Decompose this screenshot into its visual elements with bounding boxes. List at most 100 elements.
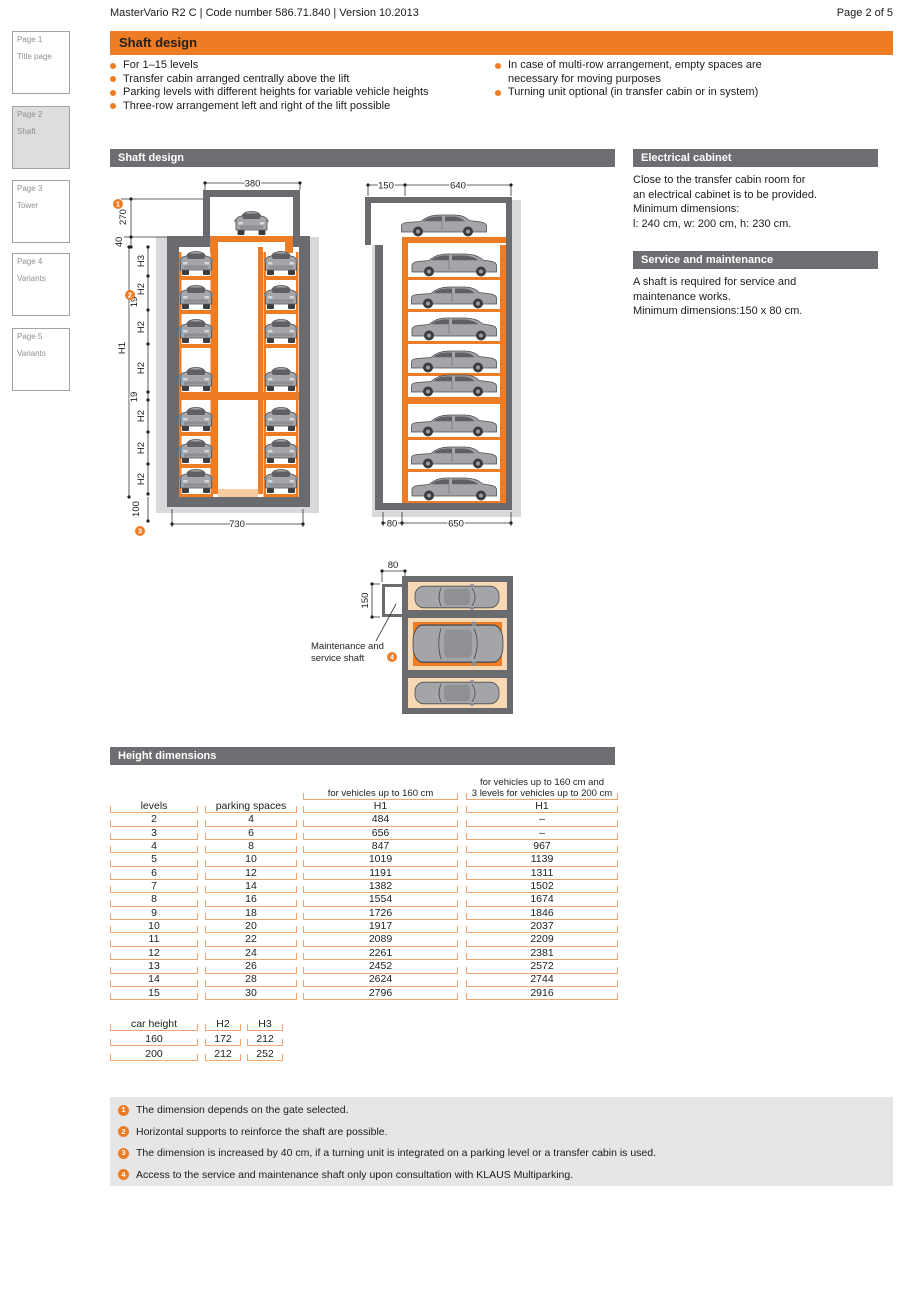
bullet-item: In case of multi-row arrangement, empty … xyxy=(495,59,893,86)
table-cell-value: 484 xyxy=(371,813,390,826)
table-cell-value: 28 xyxy=(245,973,257,986)
header-vehicles-200-line2: 3 levels for vehicles up to 200 cm xyxy=(471,787,613,799)
bullet-icon xyxy=(110,76,116,82)
bullet-item: Three-row arrangement left and right of … xyxy=(110,100,495,114)
table-cell-value: 16 xyxy=(245,893,257,906)
footnote-number-badge: 4 xyxy=(118,1169,129,1180)
table-cell-value: 2037 xyxy=(530,919,554,932)
car-table-header-label: H2 xyxy=(216,1017,230,1030)
table-cell: 4 xyxy=(110,840,198,854)
table-cell: 14 xyxy=(205,880,297,894)
table-cell-value: 1554 xyxy=(368,893,393,906)
table-cell-value: 3 xyxy=(151,826,157,839)
footnote-number-badge: 2 xyxy=(118,1126,129,1137)
table-cell-value: 1139 xyxy=(530,853,554,866)
table-cell: – xyxy=(466,813,618,828)
table-cell: 1382 xyxy=(303,880,458,894)
header-h1-160: H1 xyxy=(303,800,458,814)
table-cell-value: 18 xyxy=(245,906,257,919)
svg-text:3: 3 xyxy=(138,527,142,536)
parked-cars-top xyxy=(412,583,504,707)
svg-text:H2: H2 xyxy=(136,283,147,295)
bullet-text: In case of multi-row arrangement, empty … xyxy=(508,59,762,85)
document-header: MasterVario R2 C | Code number 586.71.84… xyxy=(110,7,419,19)
table-cell: 6 xyxy=(110,867,198,881)
lift-frame xyxy=(179,236,299,494)
table-cell: – xyxy=(466,827,618,841)
table-cell: 484 xyxy=(303,813,458,828)
car-table-cell-value: 252 xyxy=(256,1047,274,1060)
svg-text:40: 40 xyxy=(114,237,125,248)
section-bar-shaft-design: Shaft design xyxy=(110,149,615,167)
table-cell-value: 20 xyxy=(245,919,257,932)
header-levels: levels xyxy=(110,800,198,814)
bullet-text: Three-row arrangement left and right of … xyxy=(123,99,391,112)
svg-text:80: 80 xyxy=(387,519,398,530)
svg-text:service shaft: service shaft xyxy=(311,653,365,664)
car-table-header-cell: H2 xyxy=(205,1016,241,1031)
bullet-icon xyxy=(110,89,116,96)
svg-text:380: 380 xyxy=(245,179,261,190)
table-cell-value: 656 xyxy=(371,826,390,839)
footnote-badge-2: 2 xyxy=(125,290,135,300)
car-table-cell-value: 160 xyxy=(145,1032,163,1045)
table-cell: 22 xyxy=(205,933,297,948)
car-table-cell: 252 xyxy=(247,1046,283,1061)
table-cell: 1019 xyxy=(303,853,458,868)
footnote-item: 2 Horizontal supports to reinforce the sh… xyxy=(118,1126,893,1138)
table-cell-value: 2624 xyxy=(368,973,393,986)
footnote-badge-1: 1 xyxy=(113,199,123,209)
table-cell: 28 xyxy=(205,973,297,988)
side-view-diagram: 150 640 80 650 xyxy=(365,179,521,531)
thumbnail-page-label: Page 4 xyxy=(17,257,43,266)
plan-view-diagram: 80 150 Maintenance and service shaft 4 xyxy=(310,559,513,714)
table-cell-value: 2209 xyxy=(530,933,554,946)
bullet-text: Turning unit optional (in transfer cabin… xyxy=(508,86,759,98)
table-cell-value: 1674 xyxy=(530,893,554,906)
table-cell-value: 4 xyxy=(248,813,254,826)
table-cell-value: 2452 xyxy=(368,960,393,973)
table-cell: 30 xyxy=(205,987,297,1001)
bullet-text: For 1–15 levels xyxy=(123,59,199,71)
svg-text:650: 650 xyxy=(448,519,464,530)
svg-text:H2: H2 xyxy=(136,321,147,333)
bullet-text: Transfer cabin arranged centrally above … xyxy=(123,72,350,85)
table-cell: 8 xyxy=(205,840,297,854)
car-table-cell-value: 172 xyxy=(214,1032,232,1045)
table-cell-value: 1917 xyxy=(368,919,393,932)
table-cell: 24 xyxy=(205,947,297,961)
svg-text:H2: H2 xyxy=(136,473,147,485)
header-vehicles-200-line1: for vehicles up to 160 cm and xyxy=(479,777,605,788)
table-cell-value: 1311 xyxy=(530,866,554,879)
table-cell-value: 9 xyxy=(151,906,157,919)
footnote-text: Horizontal supports to reinforce the sha… xyxy=(136,1125,388,1138)
table-cell: 1502 xyxy=(466,879,618,894)
table-cell: 2209 xyxy=(466,933,618,948)
bullet-icon xyxy=(110,62,116,69)
pit-floor xyxy=(218,489,258,497)
table-row: 3 6 656 – xyxy=(110,826,618,841)
table-cell-value: 847 xyxy=(371,839,390,852)
table-cell: 20 xyxy=(205,919,297,934)
table-cell-value: 1726 xyxy=(368,906,393,919)
table-cell: 1139 xyxy=(466,853,618,868)
table-cell: 847 xyxy=(303,839,458,854)
table-cell-value: 2089 xyxy=(368,933,393,946)
table-cell-value: 1502 xyxy=(530,879,554,892)
table-cell-value: 6 xyxy=(248,826,254,839)
plan-view-dimensions: 80 150 Maintenance and service shaft xyxy=(310,559,407,665)
table-cell-value: 10 xyxy=(148,919,160,932)
